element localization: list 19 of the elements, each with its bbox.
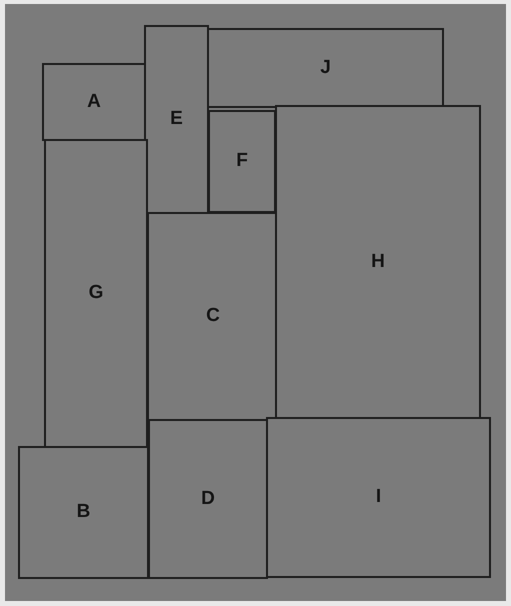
box-label: E <box>170 107 183 132</box>
rectangle-box <box>275 105 481 419</box>
rectangle-box <box>148 419 268 579</box>
rectangle-box <box>144 25 209 214</box>
rectangle-box <box>266 417 491 578</box>
box-label: D <box>201 486 215 511</box>
rectangle-box <box>44 139 148 448</box>
rectangle-box <box>42 63 146 141</box>
rectangle-box <box>18 446 149 579</box>
rectangle-box <box>207 28 444 108</box>
box-label: A <box>87 90 101 114</box>
rectangle-box <box>208 110 276 213</box>
box-label: C <box>206 304 220 328</box>
box-label: G <box>88 281 104 306</box>
box-label: H <box>371 250 385 274</box>
box-label: B <box>76 500 90 524</box>
box-label: J <box>320 56 331 80</box>
box-label: F <box>236 149 248 174</box>
box-label: I <box>376 485 382 510</box>
